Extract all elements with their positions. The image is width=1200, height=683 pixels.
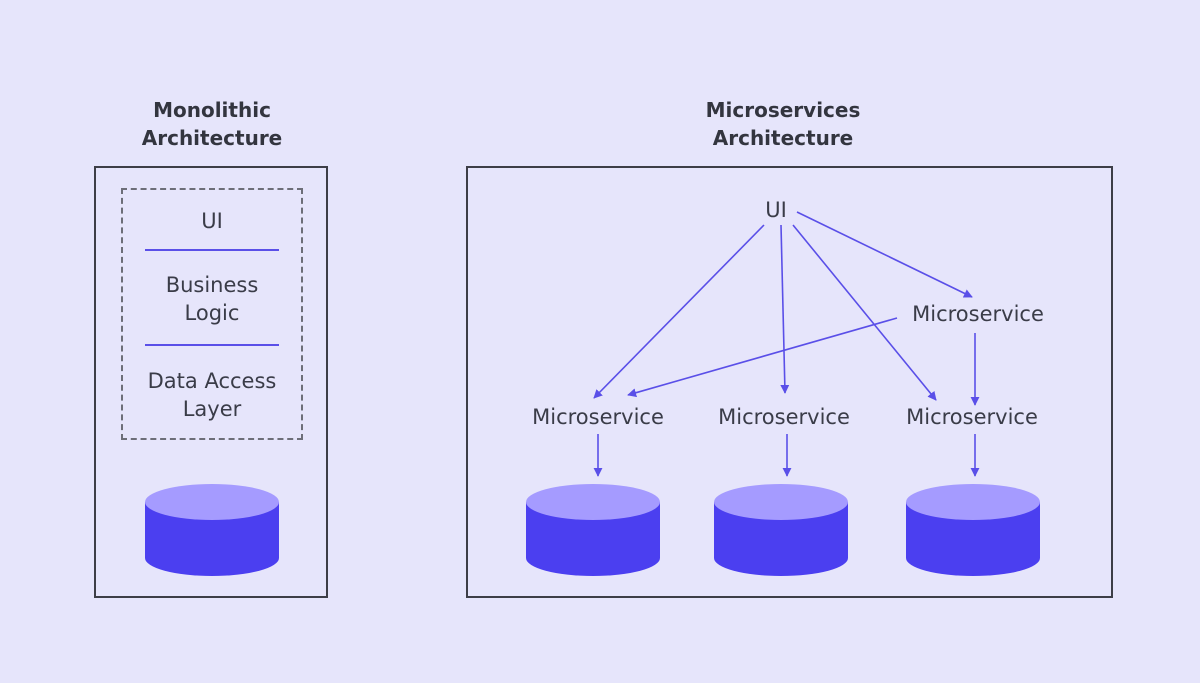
monolithic-title: Monolithic Architecture xyxy=(141,98,283,150)
monolithic-app-boundary xyxy=(121,188,303,440)
arrow-ui-to-service-3 xyxy=(792,224,937,401)
layer-ui: UI xyxy=(201,209,223,233)
microservice-node-2: Microservice xyxy=(718,405,850,429)
database-icon-service-3 xyxy=(906,484,1040,576)
layer-divider-2 xyxy=(145,344,279,346)
layer-data-access: Data Access Layer xyxy=(147,369,277,421)
microservices-title: Microservices Architecture xyxy=(705,98,861,150)
database-icon-service-2 xyxy=(714,484,848,576)
database-icon-monolithic xyxy=(145,484,279,576)
microservice-node-top: Microservice xyxy=(912,302,1044,326)
layer-business-logic: Business Logic xyxy=(165,273,259,325)
ui-node: UI xyxy=(765,198,787,222)
microservice-node-3: Microservice xyxy=(906,405,1038,429)
monolithic-container xyxy=(94,166,328,598)
layer-divider-1 xyxy=(145,249,279,251)
microservice-node-1: Microservice xyxy=(532,405,664,429)
database-icon-service-1 xyxy=(526,484,660,576)
arrow-ui-to-service-top xyxy=(796,211,973,298)
arrow-ui-to-service-2 xyxy=(780,224,790,394)
arrow-ui-to-service-1 xyxy=(593,224,765,399)
arrow-service-top-to-service-1 xyxy=(627,317,898,398)
microservices-container xyxy=(466,166,1113,598)
